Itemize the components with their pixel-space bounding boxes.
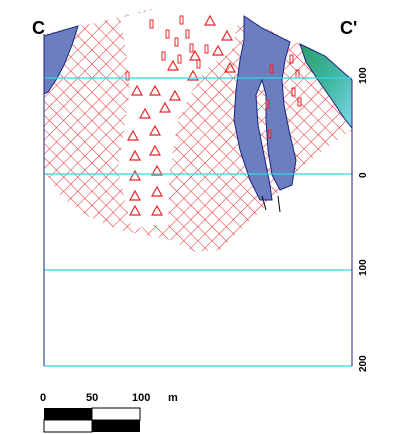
elevation-tick-2: 0	[358, 172, 369, 178]
green-unit	[299, 43, 353, 130]
blue-unit-left	[43, 25, 79, 95]
elevation-tick-3: 100	[358, 259, 369, 276]
scale-label-50: 50	[86, 392, 98, 404]
scale-label-unit: m	[168, 392, 178, 404]
scale-bar-graphic	[43, 407, 141, 433]
scale-label-100: 100	[132, 392, 150, 404]
elevation-tick-4: 200	[358, 355, 369, 372]
scale-label-0: 0	[40, 392, 46, 404]
section-label-right: C'	[340, 18, 357, 38]
elevation-lines	[44, 77, 352, 367]
rectangle-markers	[125, 15, 302, 139]
elevation-tick-1: 100	[358, 67, 369, 84]
section-label-left: C	[32, 18, 45, 38]
blue-unit-right	[233, 15, 297, 201]
triangle-markers	[126, 14, 237, 216]
fault-marks	[261, 195, 281, 213]
section-frame	[43, 34, 353, 366]
